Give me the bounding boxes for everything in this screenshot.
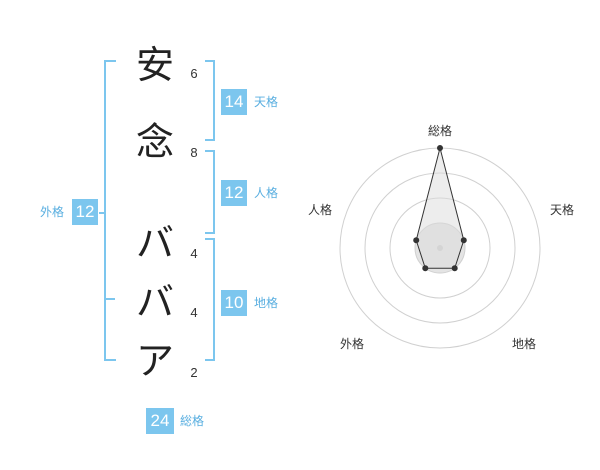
- radar-axis-label-5: 人格: [307, 203, 332, 217]
- soukaku-label: 総格: [180, 414, 205, 428]
- radar-point-2: [460, 237, 467, 244]
- radar-axis-label-1: 総格: [427, 124, 452, 138]
- jinkaku-badge: 12: [221, 180, 247, 206]
- radar-polygon-group: [415, 147, 465, 269]
- radar-point-4: [422, 265, 429, 272]
- gaikaku-bracket: [104, 60, 116, 361]
- name-char-3: バ: [135, 221, 174, 265]
- name-char-5: ア: [135, 339, 174, 383]
- stroke-count-4: 4: [190, 305, 198, 320]
- stroke-count-2: 8: [190, 145, 198, 160]
- gaikaku-bracket-tick: [105, 298, 115, 300]
- radar-point-3: [451, 265, 458, 272]
- radar-point-5: [413, 237, 420, 244]
- chikaku-badge: 10: [221, 290, 247, 316]
- radar-axis-label-4: 外格: [339, 337, 364, 351]
- stroke-count-5: 2: [190, 365, 198, 380]
- tenkaku-bracket: [205, 60, 215, 141]
- name-char-4: バ: [135, 280, 174, 324]
- name-char-1: 安: [135, 43, 174, 87]
- chikaku-bracket: [205, 238, 215, 361]
- radar-axis-label-3: 地格: [511, 337, 536, 351]
- gaikaku-bracket-connector: [99, 212, 105, 214]
- radar-point-1: [437, 145, 443, 151]
- tenkaku-label: 天格: [254, 95, 279, 109]
- soukaku-badge: 24: [146, 408, 174, 434]
- jinkaku-label: 人格: [254, 186, 279, 200]
- tenkaku-badge: 14: [221, 89, 247, 115]
- chikaku-label: 地格: [254, 296, 279, 310]
- jinkaku-bracket: [205, 150, 215, 234]
- stroke-count-1: 6: [190, 66, 198, 81]
- radar-points: [413, 145, 467, 272]
- radar-polygon: [415, 147, 465, 269]
- gaikaku-badge: 12: [72, 199, 98, 225]
- gaikaku-label: 外格: [40, 205, 65, 219]
- stroke-count-3: 4: [190, 246, 198, 261]
- name-char-2: 念: [135, 120, 174, 164]
- radar-axis-label-2: 天格: [549, 203, 574, 217]
